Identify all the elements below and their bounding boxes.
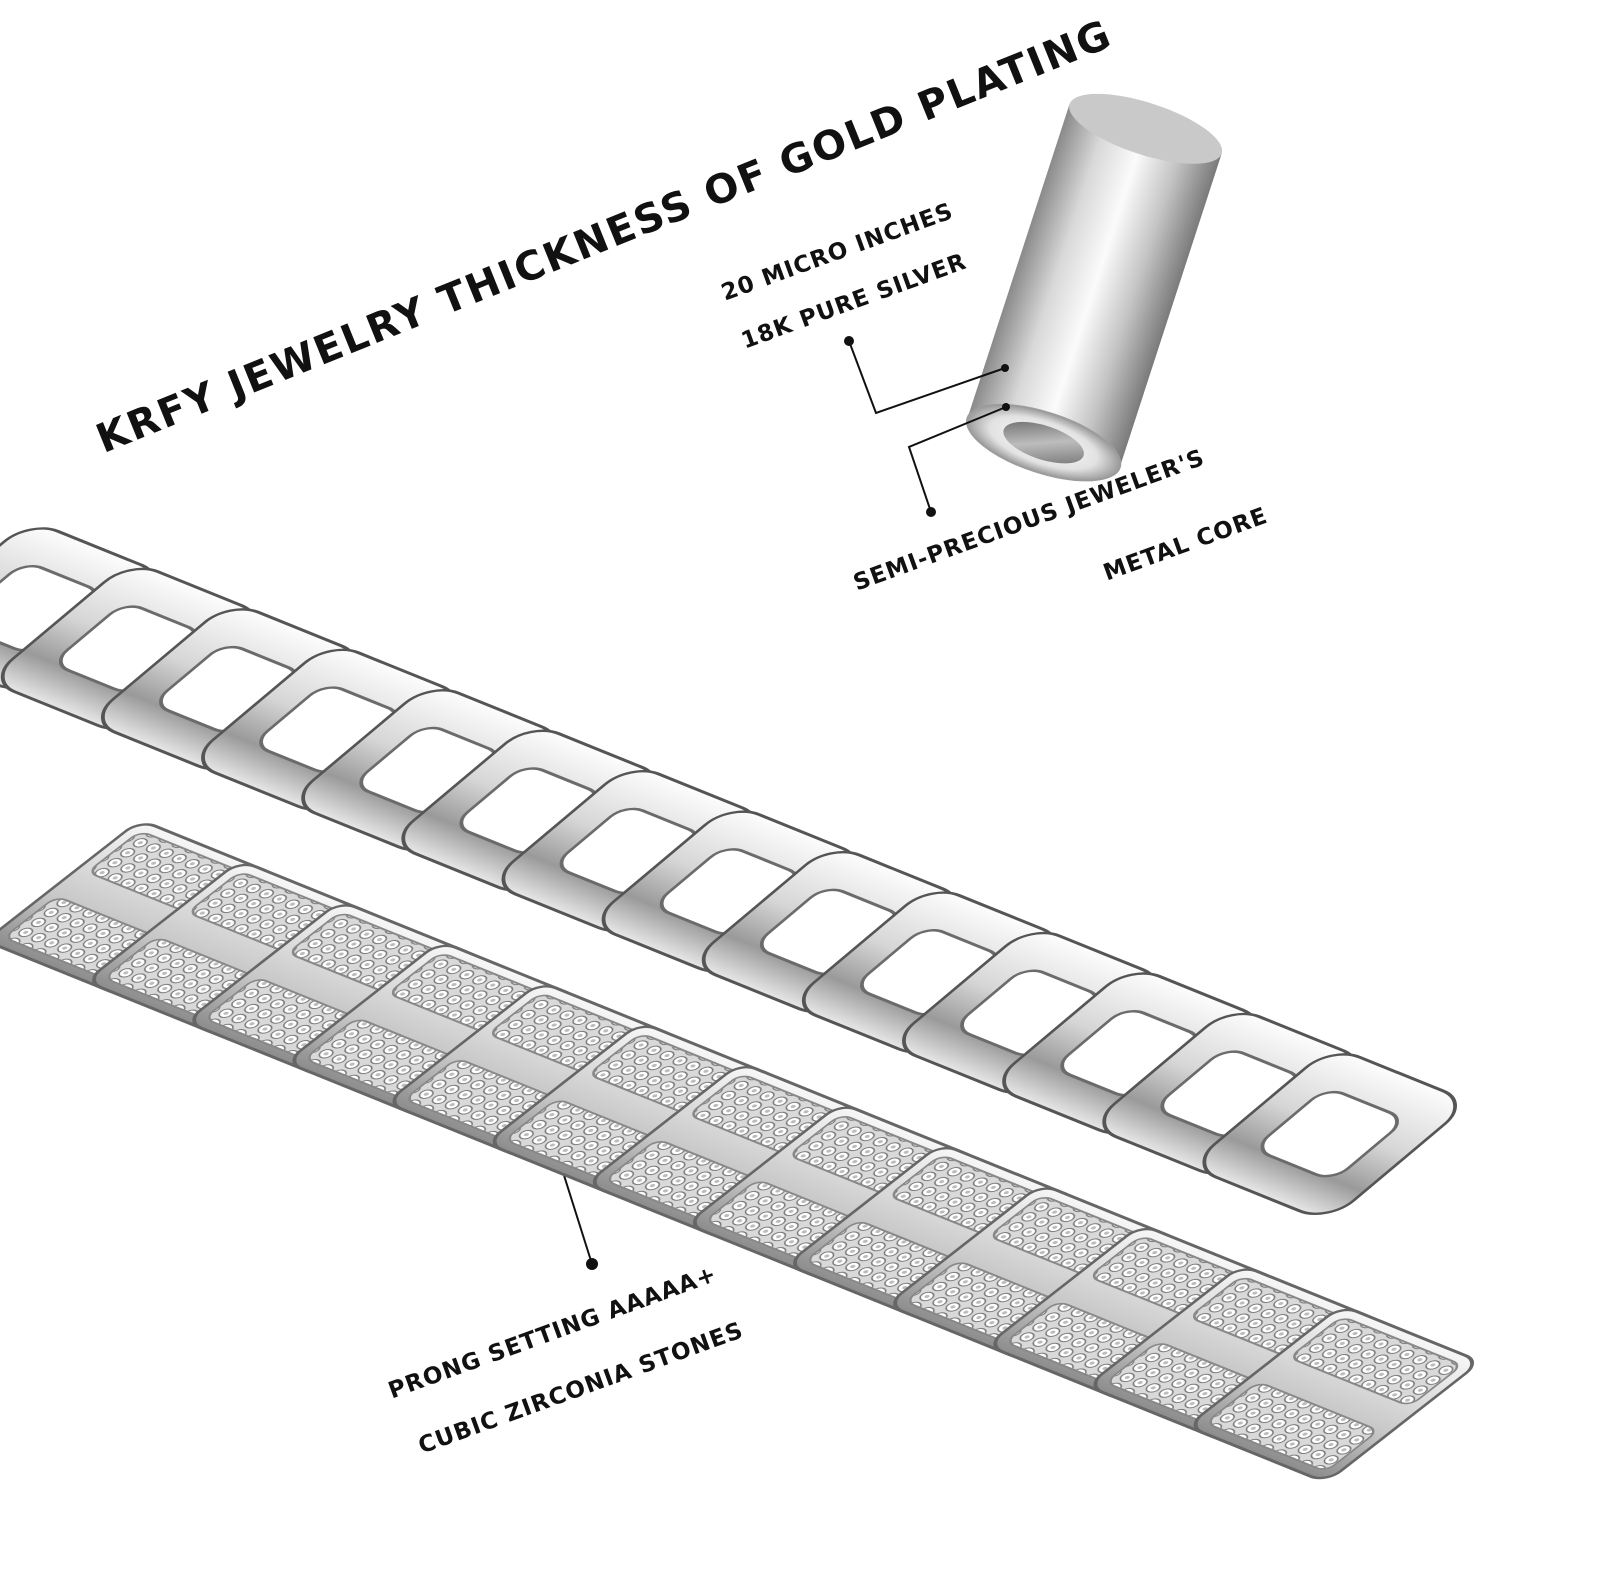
iced-chain-link (492, 1025, 774, 1197)
iced-chain-link (1193, 1308, 1475, 1480)
plain-cuban-chain (0, 527, 1457, 1215)
iced-chain-link (592, 1066, 874, 1237)
iced-cuban-chain (0, 823, 1475, 1480)
chain-link (1202, 1053, 1457, 1215)
plating-tube-illustration (966, 93, 1223, 482)
